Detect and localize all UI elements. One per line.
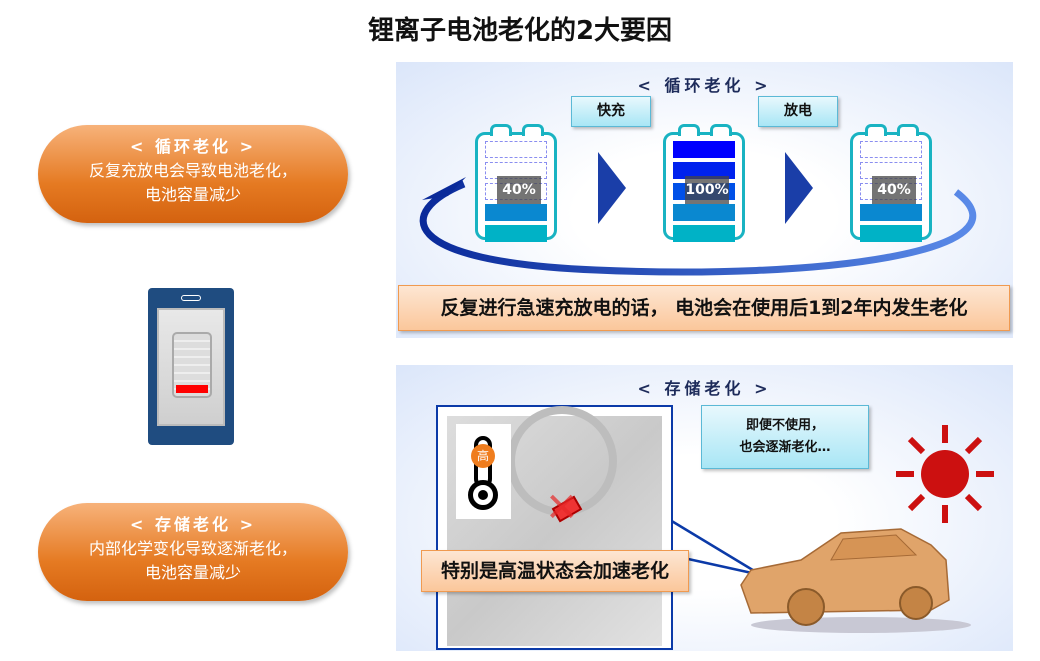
discharge-label: 放电 [758, 96, 838, 127]
cycle-panel-title: < 循环老化 > [637, 76, 772, 95]
cycle-aging-panel: < 循环老化 > 快充 放电 40% 100% 40% 反复进行急速充放电的话，… [396, 62, 1013, 338]
battery-40-before: 40% [475, 124, 557, 242]
arrow-right-icon [598, 152, 626, 224]
sun-icon [896, 425, 994, 523]
storage-note: 即便不使用， 也会逐渐老化… [701, 405, 869, 469]
cycle-banner: 反复进行急速充放电的话， 电池会在使用后1到2年内发生老化 [398, 285, 1010, 331]
arrow-right-icon [785, 152, 813, 224]
storage-aging-desc-1: 内部化学变化导致逐渐老化， [88, 539, 297, 558]
car-icon [740, 528, 971, 633]
storage-note-line2: 也会逐渐老化… [739, 440, 831, 455]
storage-aging-desc-2: 电池容量减少 [144, 563, 241, 582]
fast-charge-label: 快充 [571, 96, 651, 127]
cycle-aging-desc-2: 电池容量减少 [144, 185, 241, 204]
storage-note-line1: 即便不使用， [745, 418, 824, 433]
cycle-aging-desc-1: 反复充放电会导致电池老化， [88, 161, 297, 180]
cycle-aging-heading: < 循环老化 > [130, 137, 256, 156]
storage-aging-heading: < 存储老化 > [130, 515, 256, 534]
battery-percent: 40% [872, 176, 916, 204]
car-interior-frame: 高 ✕ [436, 405, 673, 650]
phone-icon [148, 288, 234, 445]
battery-100: 100% [663, 124, 745, 242]
storage-aging-panel: < 存储老化 > 高 ✕ 特别是高温状态会加速老化 即便不使用， 也会逐渐老化… [396, 365, 1013, 651]
page-title: 锂离子电池老化的2大要因 [367, 16, 673, 46]
battery-40-after: 40% [850, 124, 932, 242]
car-interior-image: 高 ✕ [447, 406, 662, 646]
battery-percent: 100% [685, 176, 729, 204]
low-battery-icon [172, 332, 212, 398]
storage-panel-title: < 存储老化 > [637, 379, 772, 398]
thermometer-icon: 高 [456, 424, 511, 519]
cycle-aging-pill: < 循环老化 > 反复充放电会导致电池老化， 电池容量减少 [38, 125, 348, 223]
storage-banner: 特别是高温状态会加速老化 [421, 550, 689, 592]
cycle-loop-arrow-icon [419, 177, 977, 276]
storage-aging-pill: < 存储老化 > 内部化学变化导致逐渐老化， 电池容量减少 [38, 503, 348, 601]
battery-percent: 40% [497, 176, 541, 204]
cross-icon: ✕ [545, 485, 579, 531]
high-temp-label: 高 [471, 444, 495, 468]
